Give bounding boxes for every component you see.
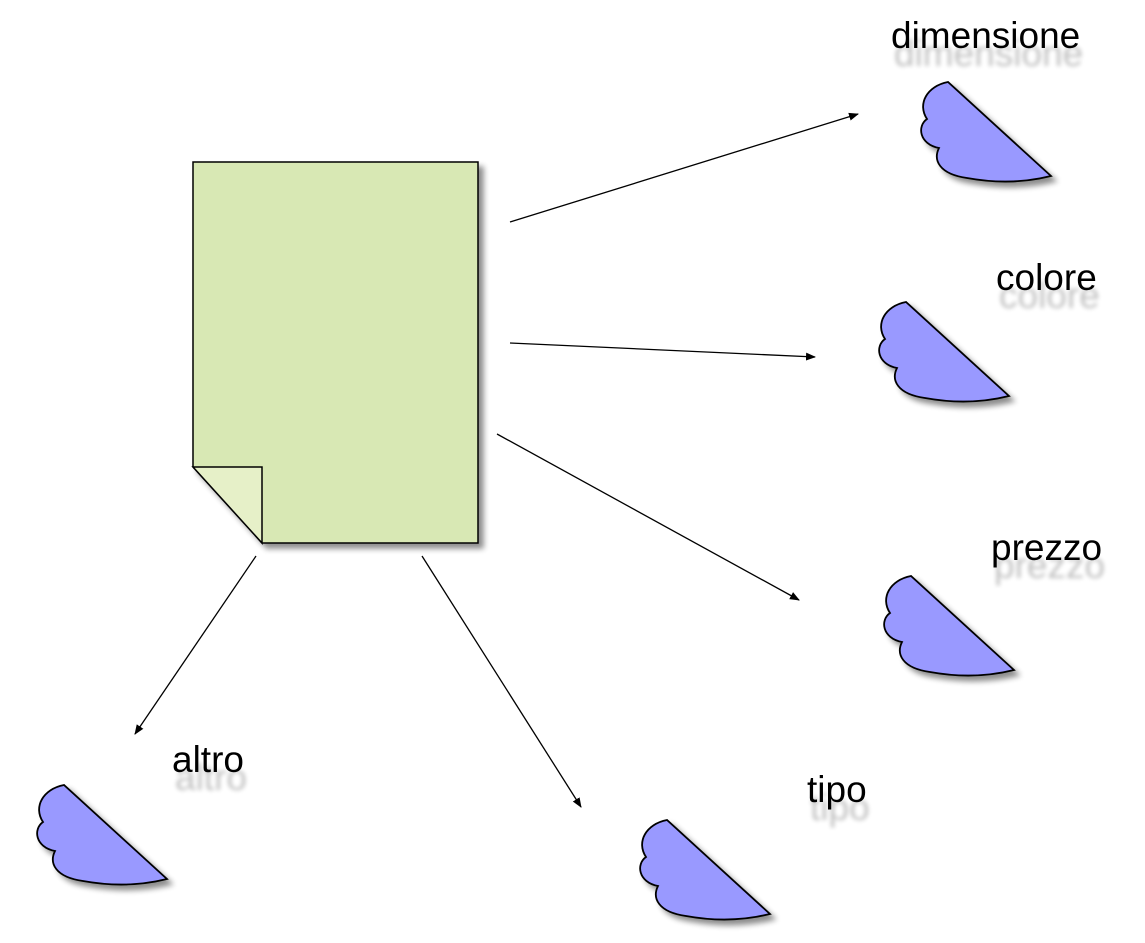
label-colore: colore [996, 257, 1097, 298]
cloud-prezzo [883, 575, 1015, 677]
label-dimensione: dimensione [891, 15, 1080, 56]
arrow-to-dimensione [509, 112, 859, 223]
cloud-colore [878, 301, 1010, 403]
cloud-altro [36, 784, 168, 886]
cloud-tipo [639, 819, 771, 921]
label-altro: altro [172, 739, 244, 780]
document-shape [191, 161, 479, 545]
arrow-to-altro [134, 555, 257, 735]
label-tipo: tipo [807, 769, 867, 810]
label-prezzo: prezzo [991, 527, 1102, 568]
arrow-to-colore [509, 342, 816, 361]
arrow-to-tipo [421, 555, 582, 808]
cloud-dimensione [920, 81, 1052, 183]
arrow-to-prezzo [496, 433, 800, 601]
